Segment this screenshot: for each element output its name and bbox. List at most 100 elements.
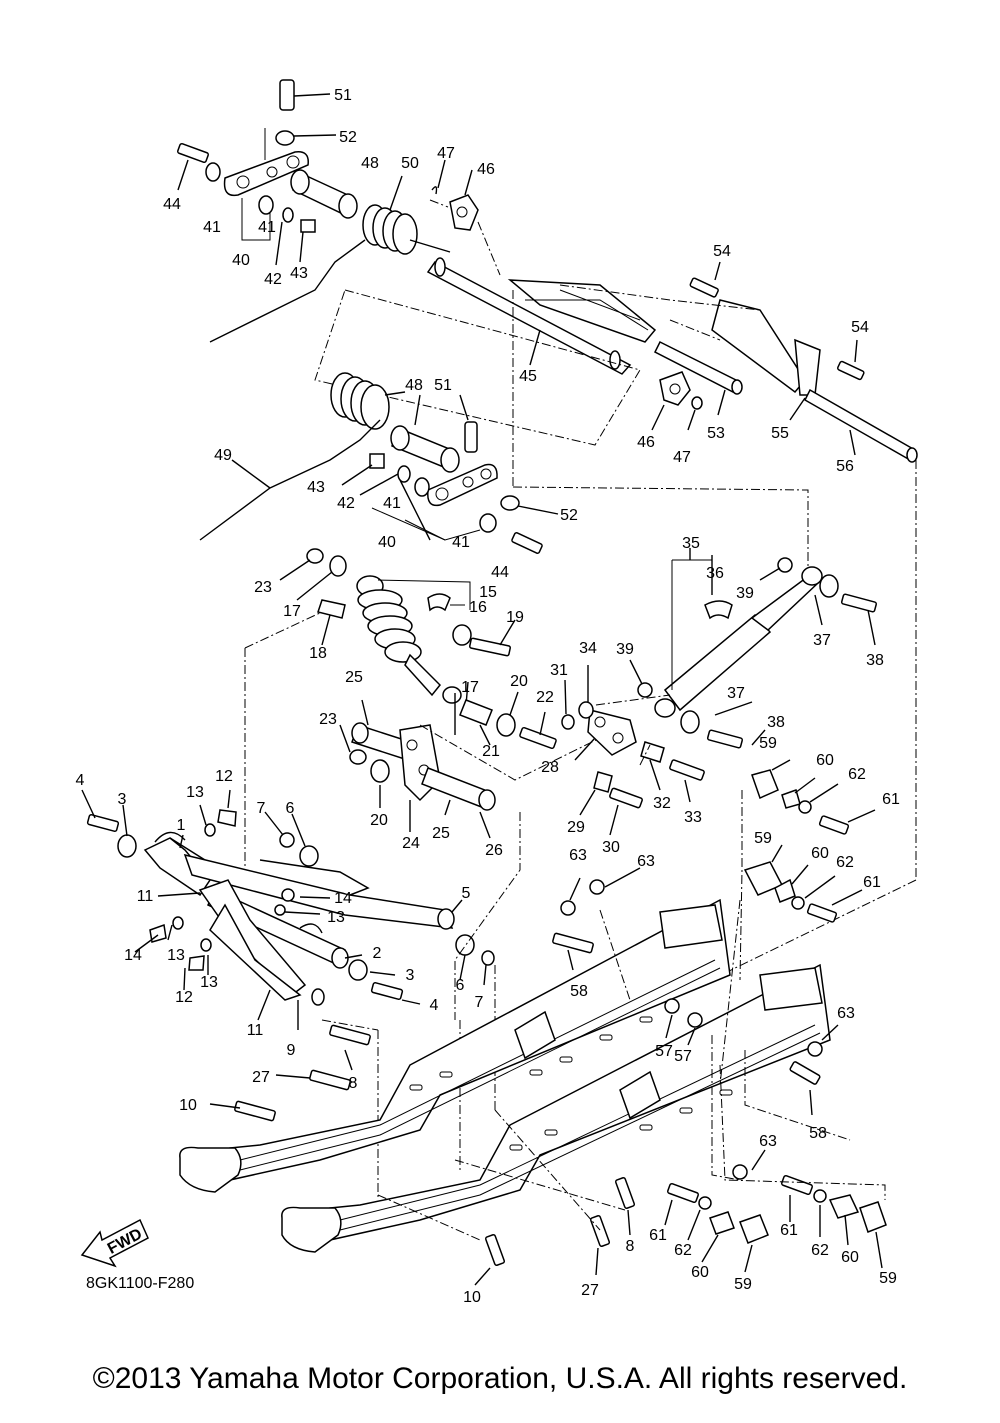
pivot-parts bbox=[244, 611, 705, 885]
callout-32: 32 bbox=[653, 795, 671, 812]
callout-4: 4 bbox=[430, 997, 439, 1014]
callout-41: 41 bbox=[258, 219, 276, 236]
callout-12: 12 bbox=[215, 768, 233, 785]
callout-4: 4 bbox=[76, 772, 85, 789]
callout-25: 25 bbox=[432, 825, 450, 842]
callout-61: 61 bbox=[649, 1227, 667, 1244]
callout-29: 29 bbox=[567, 819, 585, 836]
callout-54: 54 bbox=[713, 243, 731, 260]
diagram-code: 8GK1100-F280 bbox=[86, 1275, 194, 1292]
rail-fasteners bbox=[209, 759, 887, 1286]
callout-40: 40 bbox=[378, 534, 396, 551]
callout-59: 59 bbox=[734, 1276, 752, 1293]
callout-58: 58 bbox=[570, 983, 588, 1000]
callout-63: 63 bbox=[759, 1133, 777, 1150]
callout-28: 28 bbox=[541, 759, 559, 776]
callout-13: 13 bbox=[200, 974, 218, 991]
callout-17: 17 bbox=[283, 603, 301, 620]
callout-20: 20 bbox=[370, 812, 388, 829]
copyright-notice: ©2013 Yamaha Motor Corporation, U.S.A. A… bbox=[92, 1362, 908, 1395]
callout-27: 27 bbox=[581, 1282, 599, 1299]
callout-42: 42 bbox=[337, 495, 355, 512]
callout-44: 44 bbox=[163, 196, 181, 213]
callout-34: 34 bbox=[579, 640, 597, 657]
callout-59: 59 bbox=[759, 735, 777, 752]
callout-62: 62 bbox=[811, 1242, 829, 1259]
callout-63: 63 bbox=[837, 1005, 855, 1022]
callout-30: 30 bbox=[602, 839, 620, 856]
front-arm-assembly bbox=[81, 789, 521, 1200]
callout-57: 57 bbox=[674, 1048, 692, 1065]
callout-63: 63 bbox=[637, 853, 655, 870]
callout-62: 62 bbox=[848, 766, 866, 783]
callout-53: 53 bbox=[707, 425, 725, 442]
callout-47: 47 bbox=[437, 145, 455, 162]
callout-46: 46 bbox=[637, 434, 655, 451]
callout-62: 62 bbox=[836, 854, 854, 871]
callout-11: 11 bbox=[137, 888, 154, 905]
callout-38: 38 bbox=[767, 714, 785, 731]
callout-8: 8 bbox=[349, 1075, 358, 1092]
callout-48: 48 bbox=[405, 377, 423, 394]
callout-48: 48 bbox=[361, 155, 379, 172]
callout-3: 3 bbox=[406, 967, 415, 984]
callout-61: 61 bbox=[882, 791, 900, 808]
callout-13: 13 bbox=[186, 784, 204, 801]
callout-7: 7 bbox=[475, 994, 484, 1011]
upper-arm-assembly bbox=[177, 79, 501, 343]
callout-labels: 51 52 44 48 50 47 46 41 41 40 42 43 54 5… bbox=[76, 87, 900, 1306]
callout-8: 8 bbox=[626, 1238, 635, 1255]
callout-45: 45 bbox=[519, 368, 537, 385]
callout-25: 25 bbox=[345, 669, 363, 686]
callout-47: 47 bbox=[673, 449, 691, 466]
fwd-arrow-icon: FWD bbox=[80, 1218, 149, 1268]
callout-61: 61 bbox=[780, 1222, 798, 1239]
callout-23: 23 bbox=[319, 711, 337, 728]
callout-60: 60 bbox=[841, 1249, 859, 1266]
callout-43: 43 bbox=[307, 479, 325, 496]
callout-40: 40 bbox=[232, 252, 250, 269]
shock-assembly bbox=[279, 548, 878, 749]
rear-arm-assembly bbox=[314, 257, 918, 991]
callout-49: 49 bbox=[214, 447, 232, 464]
callout-41: 41 bbox=[452, 534, 470, 551]
callout-58: 58 bbox=[809, 1125, 827, 1142]
callout-33: 33 bbox=[684, 809, 702, 826]
callout-60: 60 bbox=[691, 1264, 709, 1281]
callout-37: 37 bbox=[813, 632, 831, 649]
callout-44: 44 bbox=[491, 564, 509, 581]
callout-2: 2 bbox=[373, 945, 382, 962]
lower-spring-assembly bbox=[199, 372, 559, 554]
callout-18: 18 bbox=[309, 645, 327, 662]
callout-23: 23 bbox=[254, 579, 272, 596]
callout-19: 19 bbox=[506, 609, 524, 626]
callout-50: 50 bbox=[401, 155, 419, 172]
callout-39: 39 bbox=[736, 585, 754, 602]
callout-35: 35 bbox=[682, 535, 700, 552]
callout-26: 26 bbox=[485, 842, 503, 859]
callout-9: 9 bbox=[287, 1042, 296, 1059]
callout-62: 62 bbox=[674, 1242, 692, 1259]
callout-41: 41 bbox=[383, 495, 401, 512]
callout-39: 39 bbox=[616, 641, 634, 658]
callout-10: 10 bbox=[463, 1289, 481, 1306]
callout-14: 14 bbox=[124, 947, 142, 964]
callout-15: 15 bbox=[479, 584, 497, 601]
callout-5: 5 bbox=[462, 885, 471, 902]
callout-14: 14 bbox=[334, 890, 352, 907]
callout-6: 6 bbox=[456, 977, 465, 994]
callout-41: 41 bbox=[203, 219, 221, 236]
callout-52: 52 bbox=[339, 129, 357, 146]
callout-17: 17 bbox=[461, 679, 479, 696]
callout-54: 54 bbox=[851, 319, 869, 336]
callout-56: 56 bbox=[836, 458, 854, 475]
callout-27: 27 bbox=[252, 1069, 270, 1086]
callout-11: 11 bbox=[247, 1022, 264, 1039]
callout-59: 59 bbox=[879, 1270, 897, 1287]
callout-7: 7 bbox=[257, 800, 266, 817]
callout-31: 31 bbox=[550, 662, 568, 679]
callout-57: 57 bbox=[655, 1043, 673, 1060]
callout-51: 51 bbox=[334, 87, 352, 104]
callout-60: 60 bbox=[811, 845, 829, 862]
callout-1: 1 bbox=[177, 817, 186, 834]
